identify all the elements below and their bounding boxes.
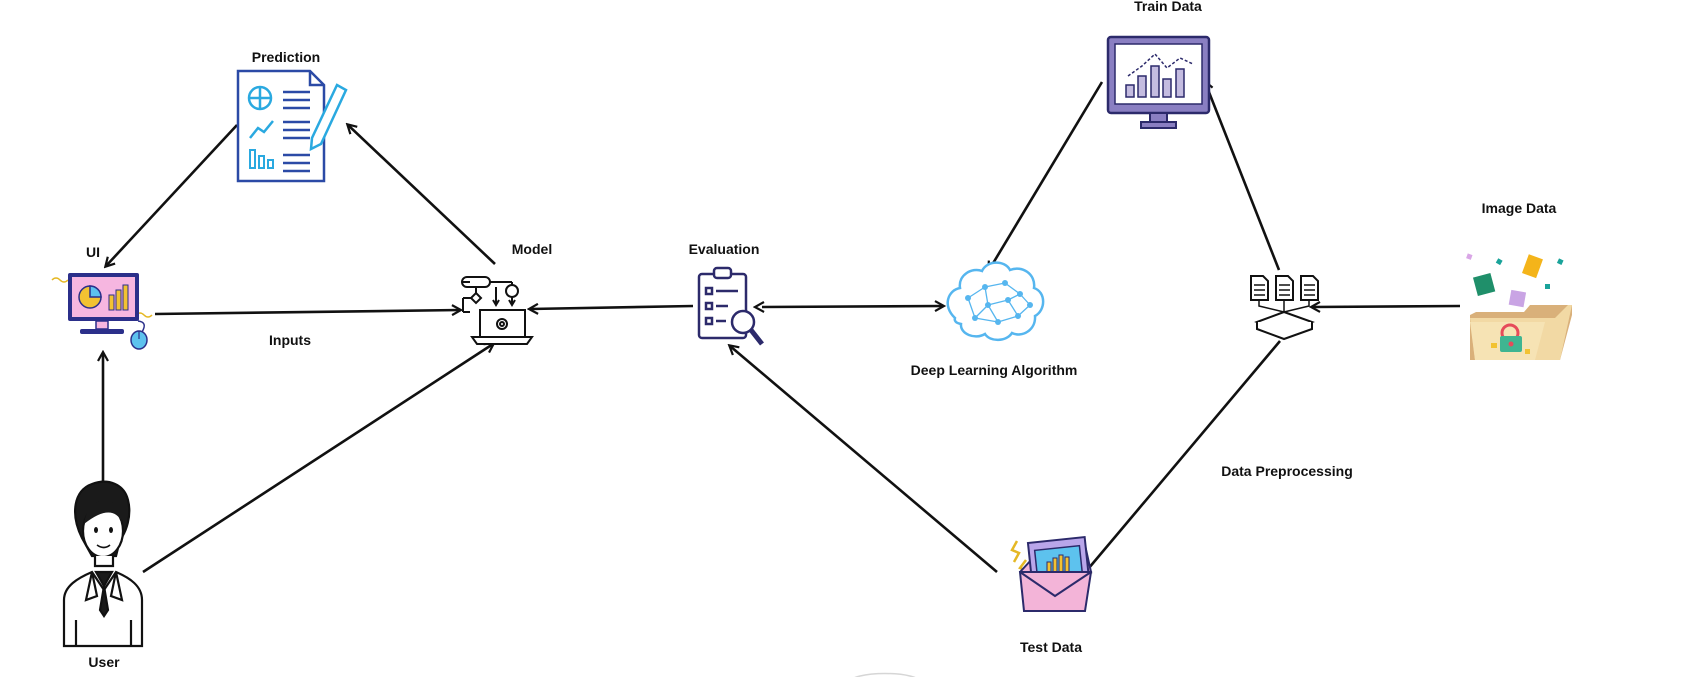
arrow-model-to-prediction <box>348 125 496 265</box>
arrow-user-to-model <box>142 344 493 574</box>
flowchart-laptop-icon <box>461 276 534 345</box>
arrow-testdata-to-evaluation <box>730 346 998 573</box>
arrow-evaluation-to-model <box>530 306 694 309</box>
label-deep-learning: Deep Learning Algorithm <box>911 362 1078 378</box>
arrow-preprocessing-to-testdata <box>1083 340 1281 575</box>
arrow-traindata-to-deeplearning <box>989 81 1104 270</box>
label-inputs: Inputs <box>269 332 311 348</box>
label-image-data: Image Data <box>1482 200 1557 216</box>
bottom-scroll-handle[interactable] <box>848 672 922 677</box>
folder-icon <box>1466 253 1572 360</box>
arrow-imagedata-to-preprocessing <box>1312 306 1461 307</box>
envelope-chart-icon <box>1010 535 1093 612</box>
label-prediction: Prediction <box>252 49 320 65</box>
arrow-prediction-to-ui <box>106 124 238 266</box>
brain-network-icon <box>946 261 1045 342</box>
arrows <box>103 81 1461 575</box>
label-ui: UI <box>86 244 100 260</box>
label-user: User <box>88 654 120 670</box>
arrow-preprocessing-to-traindata <box>1205 82 1281 271</box>
arrow-evaluation-deeplearning <box>762 306 943 307</box>
computer-dashboard-icon <box>51 273 153 350</box>
label-model: Model <box>512 241 552 257</box>
label-train-data: Train Data <box>1134 0 1202 14</box>
person-icon <box>62 480 144 648</box>
monitor-chart-icon <box>1106 35 1211 129</box>
arrow-ui-to-model <box>154 310 460 314</box>
label-evaluation: Evaluation <box>689 241 760 257</box>
label-test-data: Test Data <box>1020 639 1082 655</box>
documents-merge-icon <box>1250 275 1319 341</box>
label-data-preprocessing: Data Preprocessing <box>1221 463 1353 479</box>
checklist-magnifier-icon <box>697 266 764 346</box>
report-document-icon <box>236 69 348 183</box>
